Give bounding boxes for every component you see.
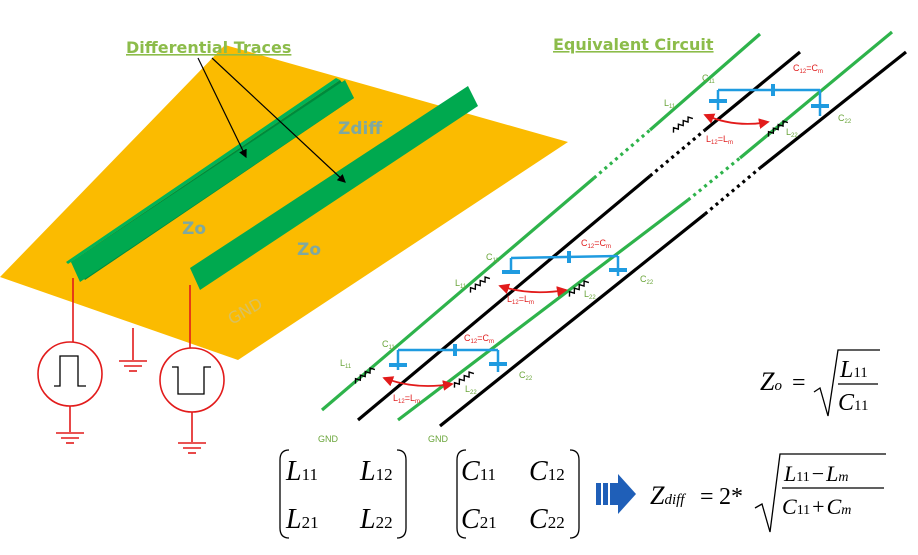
ground-plane [0, 45, 568, 360]
svg-text:L22: L22 [359, 504, 393, 535]
svg-text:C22: C22 [838, 113, 852, 125]
pointer-arrow-2 [211, 57, 346, 183]
cell-bottom [354, 344, 507, 391]
cell-top [672, 84, 829, 137]
cell-mid-labels: C11 C12=Cm L11 L12=Lm L22 C22 [455, 238, 654, 306]
svg-text:L12=Lm: L12=Lm [393, 393, 420, 405]
svg-text:Zdiff: Zdiff [650, 481, 686, 510]
label-gnd-1: GND [318, 434, 339, 444]
title-equivalent-circuit: Equivalent Circuit [553, 35, 714, 54]
svg-text:C12: C12 [529, 456, 565, 487]
svg-text:C21: C21 [461, 504, 497, 535]
svg-text:C12=Cm: C12=Cm [581, 238, 611, 250]
source-right [159, 285, 225, 442]
svg-text:=: = [700, 484, 714, 510]
gnd-symbol-mid [119, 328, 147, 372]
svg-text:L12=Lm: L12=Lm [507, 294, 534, 306]
right-arrow-icon [596, 474, 636, 514]
svg-text:L21: L21 [285, 504, 319, 535]
trace-left [66, 78, 340, 264]
label-zo-right: Zo [297, 240, 321, 260]
equation-zdiff: Zdiff = 2* L11−Lm C11+Cm [650, 453, 886, 533]
gnd-symbol-left [56, 432, 84, 444]
svg-text:C11: C11 [461, 456, 496, 487]
svg-text:C11: C11 [382, 339, 395, 351]
svg-text:L11: L11 [285, 456, 318, 487]
svg-text:L22: L22 [584, 289, 596, 301]
trace-left-face [71, 80, 354, 282]
svg-text:C22: C22 [640, 274, 654, 286]
svg-text:C11+Cm: C11+Cm [782, 494, 851, 519]
title-differential-traces: Differential Traces [126, 38, 291, 57]
gnd-symbol-right [178, 442, 206, 454]
svg-text:L11: L11 [455, 278, 467, 290]
svg-text:C12=Cm: C12=Cm [793, 63, 823, 75]
svg-text:Zo: Zo [760, 367, 782, 396]
label-gnd-2: GND [428, 434, 449, 444]
svg-text:2*: 2* [719, 484, 743, 510]
equation-zo: Zo = L11 C11 [760, 349, 880, 417]
svg-text:L22: L22 [786, 127, 798, 139]
label-zo-left: Zo [182, 219, 206, 239]
svg-text:C22: C22 [519, 370, 533, 382]
svg-text:L11: L11 [340, 358, 352, 370]
svg-text:C22: C22 [529, 504, 565, 535]
trace-right-face [190, 86, 478, 290]
svg-text:L11: L11 [839, 357, 868, 383]
svg-text:C11: C11 [702, 73, 715, 85]
cell-top-labels: C11 C12=Cm L11 L12=Lm L22 C22 [664, 63, 852, 146]
matrix-l: L11 L12 L21 L22 [279, 449, 407, 539]
cell-mid [469, 251, 627, 297]
matrix-c: C11 C12 C21 C22 [456, 449, 580, 539]
svg-text:C12=Cm: C12=Cm [464, 333, 494, 345]
svg-text:L11: L11 [664, 98, 676, 110]
svg-text:L11−Lm: L11−Lm [783, 461, 849, 486]
source-left [37, 278, 103, 432]
cell-bottom-labels: C11 C12=Cm L11 L12=Lm L22 C22 [340, 333, 533, 405]
svg-text:L12: L12 [359, 456, 393, 487]
svg-text:L22: L22 [465, 384, 477, 396]
svg-text:C11: C11 [486, 252, 499, 264]
pointer-arrow-1 [197, 57, 247, 159]
svg-text:=: = [792, 370, 806, 396]
label-zdiff: Zdiff [338, 119, 382, 139]
svg-text:L12=Lm: L12=Lm [706, 134, 733, 146]
svg-text:C11: C11 [838, 390, 868, 416]
